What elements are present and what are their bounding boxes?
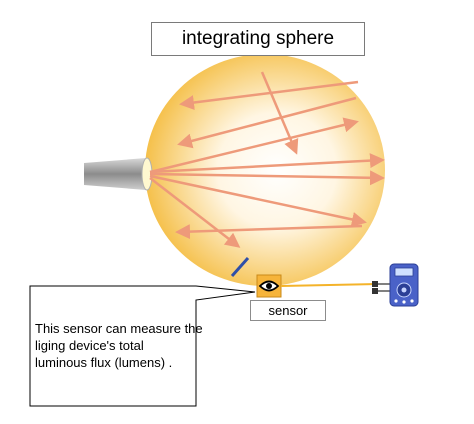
ray [149,153,385,174]
sensor-label: sensor [250,300,326,321]
callout-line: liging device's total [35,338,144,353]
ray [177,96,357,149]
light-source-icon [84,157,153,191]
callout-line: This sensor can measure the [35,321,203,336]
diagram-title: integrating sphere [151,22,365,56]
ray [149,177,241,248]
light-rays [149,71,385,248]
ray [149,170,385,186]
callout-line: luminous flux (lumens) . [35,355,173,370]
ray [149,174,367,227]
callout-text: This sensor can measure the liging devic… [35,320,210,371]
callout-box [29,285,256,407]
ray [149,117,359,174]
eye-icon [258,280,280,292]
sensor [256,274,282,298]
wire [280,281,392,294]
multimeter-icon [389,263,419,307]
baffle [230,257,250,277]
ray [175,224,363,240]
ray [260,71,299,155]
